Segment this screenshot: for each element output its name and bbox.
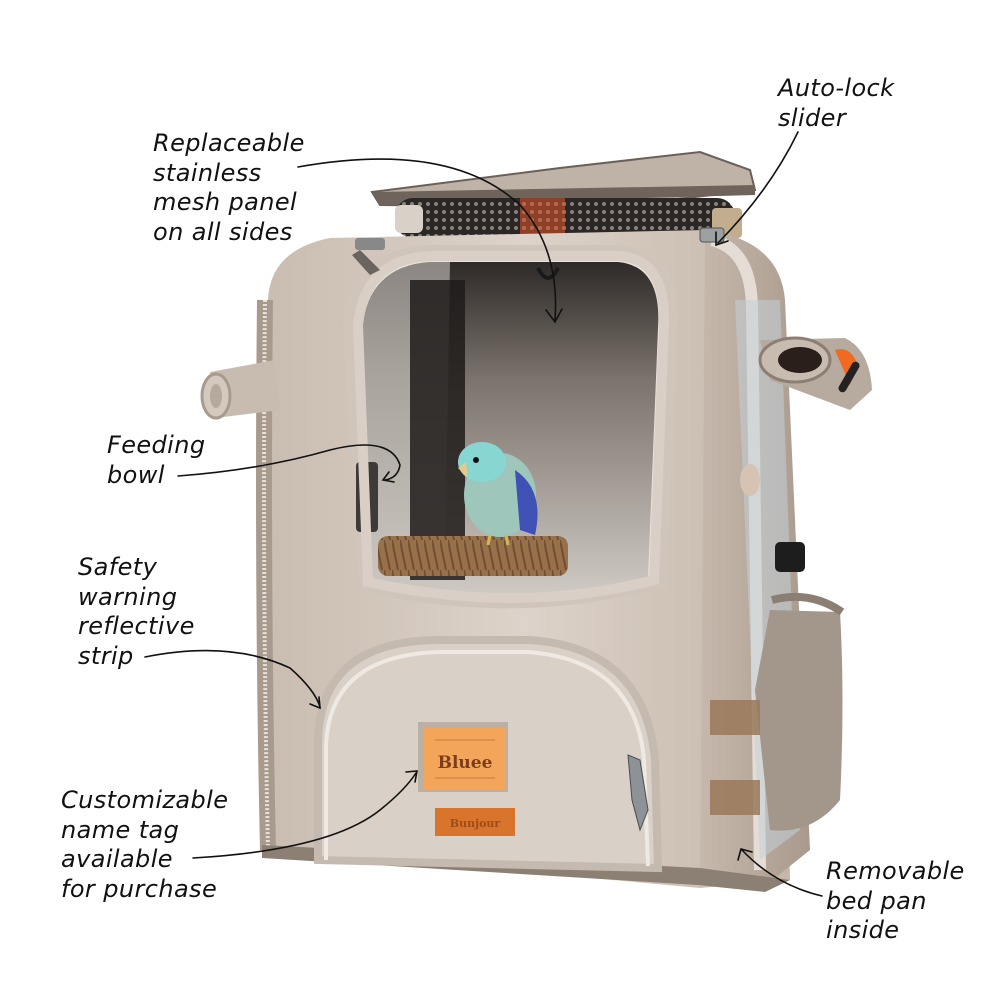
callout-auto-lock: Auto-lock slider [778,74,894,133]
callout-line: for purchase [61,874,218,903]
arrow-name-tag [192,772,417,859]
callout-feeding-bowl: Feeding bowl [107,431,205,490]
callout-line: Auto-lock [778,74,895,102]
mesh-panel-roll [395,198,742,238]
side-pocket [710,592,845,831]
callout-line: Replaceable [153,129,305,157]
right-handle [758,336,872,410]
callout-line: name tag [61,815,180,844]
brand-tag: Bunjour [435,808,515,836]
callout-line: reflective [78,612,195,640]
arrowhead-reflective-strip [309,696,321,710]
callout-line: slider [778,103,847,132]
callout-line: bed pan [826,886,927,915]
callout-arrows [144,131,823,897]
callout-line: stainless [153,158,262,187]
callout-line: Removable [826,857,965,885]
callout-bed-pan: Removable bed pan inside [826,857,965,946]
arrow-auto-lock [717,131,799,244]
callout-reflective-strip: Safety warning reflective strip [78,553,195,671]
arrow-bed-pan [741,849,823,897]
arrowhead-auto-lock [715,231,729,247]
callout-line: inside [826,916,900,944]
arrowhead-name-tag [405,770,418,783]
arrow-mesh-panel [297,158,557,321]
callout-line: on all sides [153,217,293,246]
callout-line: mesh panel [153,188,298,216]
callout-line: Feeding [107,431,206,459]
arrowhead-mesh-panel [545,308,563,324]
left-handle [200,360,280,420]
arrow-feeding-bowl [177,444,401,481]
callout-line: Safety [78,553,158,581]
arrow-reflective-strip [144,649,321,708]
auto-lock-slider [352,227,725,275]
callout-line: warning [78,582,178,611]
side-buckle [775,542,805,572]
name-tag-text: Bluee [438,753,493,773]
parrotlet-bird [458,442,538,546]
rope-perch [378,536,568,576]
callout-line: strip [78,641,134,670]
callout-name-tag: Customizable name tag available for purc… [61,786,228,904]
callout-line: bowl [107,460,165,489]
name-tag: Bluee [418,722,508,792]
callout-line: Customizable [61,786,229,814]
callout-mesh-panel: Replaceable stainless mesh panel on all … [153,129,305,247]
callout-line: available [61,845,173,873]
brand-tag-text: Bunjour [450,817,501,830]
arrowhead-bed-pan [737,848,753,861]
front-window [342,245,678,609]
arrowhead-feeding-bowl [381,471,395,483]
